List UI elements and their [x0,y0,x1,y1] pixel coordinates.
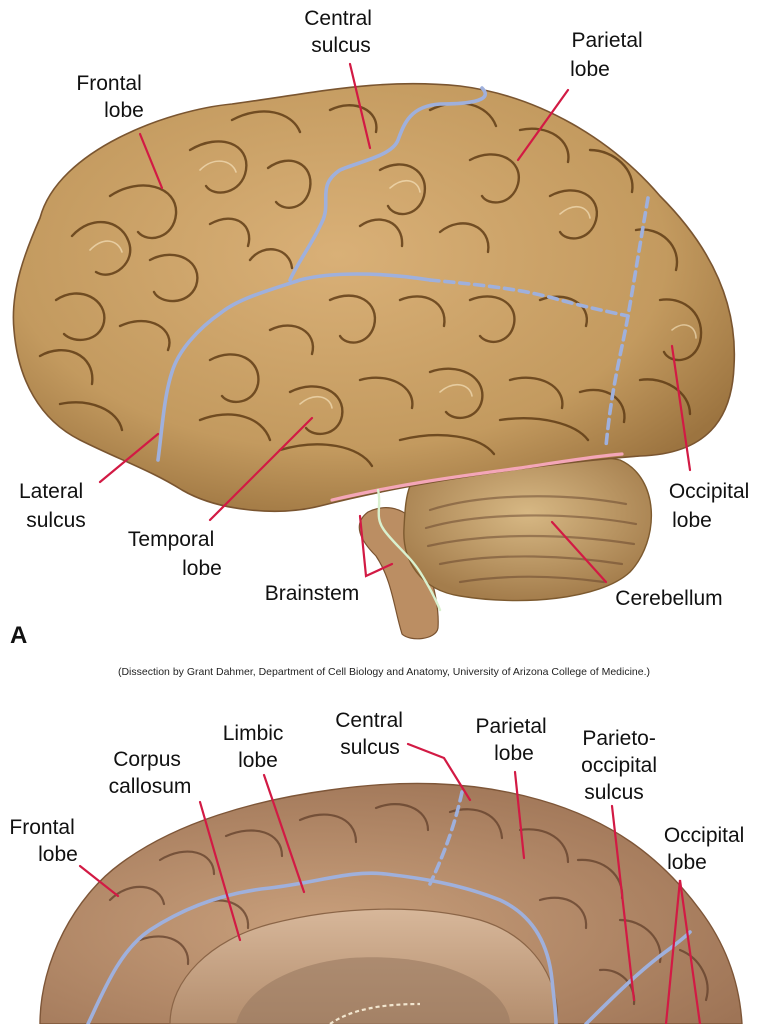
label-central-sulcus: Central sulcus [304,7,378,57]
medial-label-limbic-lobe: Limbic lobe [223,722,290,772]
label-central-sulcus-l2: sulcus [311,34,371,57]
panel-a: Central sulcus Frontal lobe Parietal lob… [10,7,755,678]
label-frontal-lobe-l1: Frontal [76,72,141,95]
fornix-dashed-line [329,1002,421,1025]
medial-central-sulcus-line [428,790,464,886]
ventricle-shape [236,957,510,1024]
medial-label-parietal-lobe: Parietal lobe [475,715,552,765]
medial-label-central-sulcus-l2: sulcus [340,736,400,759]
panel-b: Frontal lobe Corpus callosum Limbic lobe… [9,709,750,1026]
label-occipital-lobe-l2: lobe [672,509,712,532]
label-lateral-sulcus-l1: Lateral [19,480,83,503]
label-cerebellum: Cerebellum [615,587,722,610]
medial-label-parietal-lobe-l1: Parietal [475,715,546,738]
medial-label-occipital-lobe: Occipital lobe [664,824,750,874]
panel-b-leader-lines [78,742,702,1026]
medial-label-central-sulcus-l1: Central [335,709,403,732]
label-frontal-lobe: Frontal lobe [76,72,147,122]
medial-label-corpus-callosum-l2: callosum [109,775,192,798]
panel-a-letter: A [10,622,27,649]
label-parietal-lobe-l2: lobe [570,58,610,81]
label-frontal-lobe-l2: lobe [104,99,144,122]
label-temporal-lobe-l1: Temporal [128,528,214,551]
limbic-boundary-line [86,871,558,1026]
medial-label-parieto-occipital-sulcus-l2: occipital [581,754,657,777]
label-temporal-lobe-l2: lobe [182,557,222,580]
medial-label-frontal-lobe-l2: lobe [38,843,78,866]
medial-label-central-sulcus: Central sulcus [335,709,409,759]
medial-label-corpus-callosum: Corpus callosum [109,748,192,798]
medial-label-limbic-lobe-l2: lobe [238,749,278,772]
cerebrum-shape [12,82,736,512]
cerebellum-boundary-line [330,452,624,502]
label-lateral-sulcus: Lateral sulcus [19,480,89,532]
dissection-credit: (Dissection by Grant Dahmer, Department … [118,666,650,678]
label-brainstem: Brainstem [265,582,360,605]
parieto-occipital-sulcus-line [584,930,692,1026]
medial-label-frontal-lobe-l1: Frontal [9,816,74,839]
label-parietal-lobe: Parietal lobe [570,29,648,81]
panel-a-leader-lines [98,62,692,584]
label-occipital-lobe-l1: Occipital [669,480,750,503]
occipital-dashed-line [604,196,650,448]
medial-label-parieto-occipital-sulcus-l1: Parieto- [582,727,656,750]
lateral-gyri [38,101,703,468]
medial-label-parieto-occipital-sulcus-l3: sulcus [584,781,644,804]
medial-label-occipital-lobe-l2: lobe [667,851,707,874]
medial-label-occipital-lobe-l1: Occipital [664,824,745,847]
cerebellum-folia [424,495,638,584]
medial-label-limbic-lobe-l1: Limbic [223,722,284,745]
label-central-sulcus-l1: Central [304,7,372,30]
label-occipital-lobe: Occipital lobe [669,480,755,532]
label-parietal-lobe-l1: Parietal [571,29,642,52]
medial-label-parietal-lobe-l2: lobe [494,742,534,765]
parieto-temporal-dashed-line [428,278,630,318]
central-sulcus-line [288,86,488,282]
medial-label-corpus-callosum-l1: Corpus [113,748,181,771]
medial-label-parieto-occipital-sulcus: Parieto- occipital sulcus [581,727,663,804]
brainstem-boundary-line [376,488,442,612]
lateral-sulcus-line [156,272,432,462]
label-lateral-sulcus-l2: sulcus [26,509,86,532]
medial-label-frontal-lobe: Frontal lobe [9,816,80,866]
label-temporal-lobe: Temporal lobe [128,528,222,580]
